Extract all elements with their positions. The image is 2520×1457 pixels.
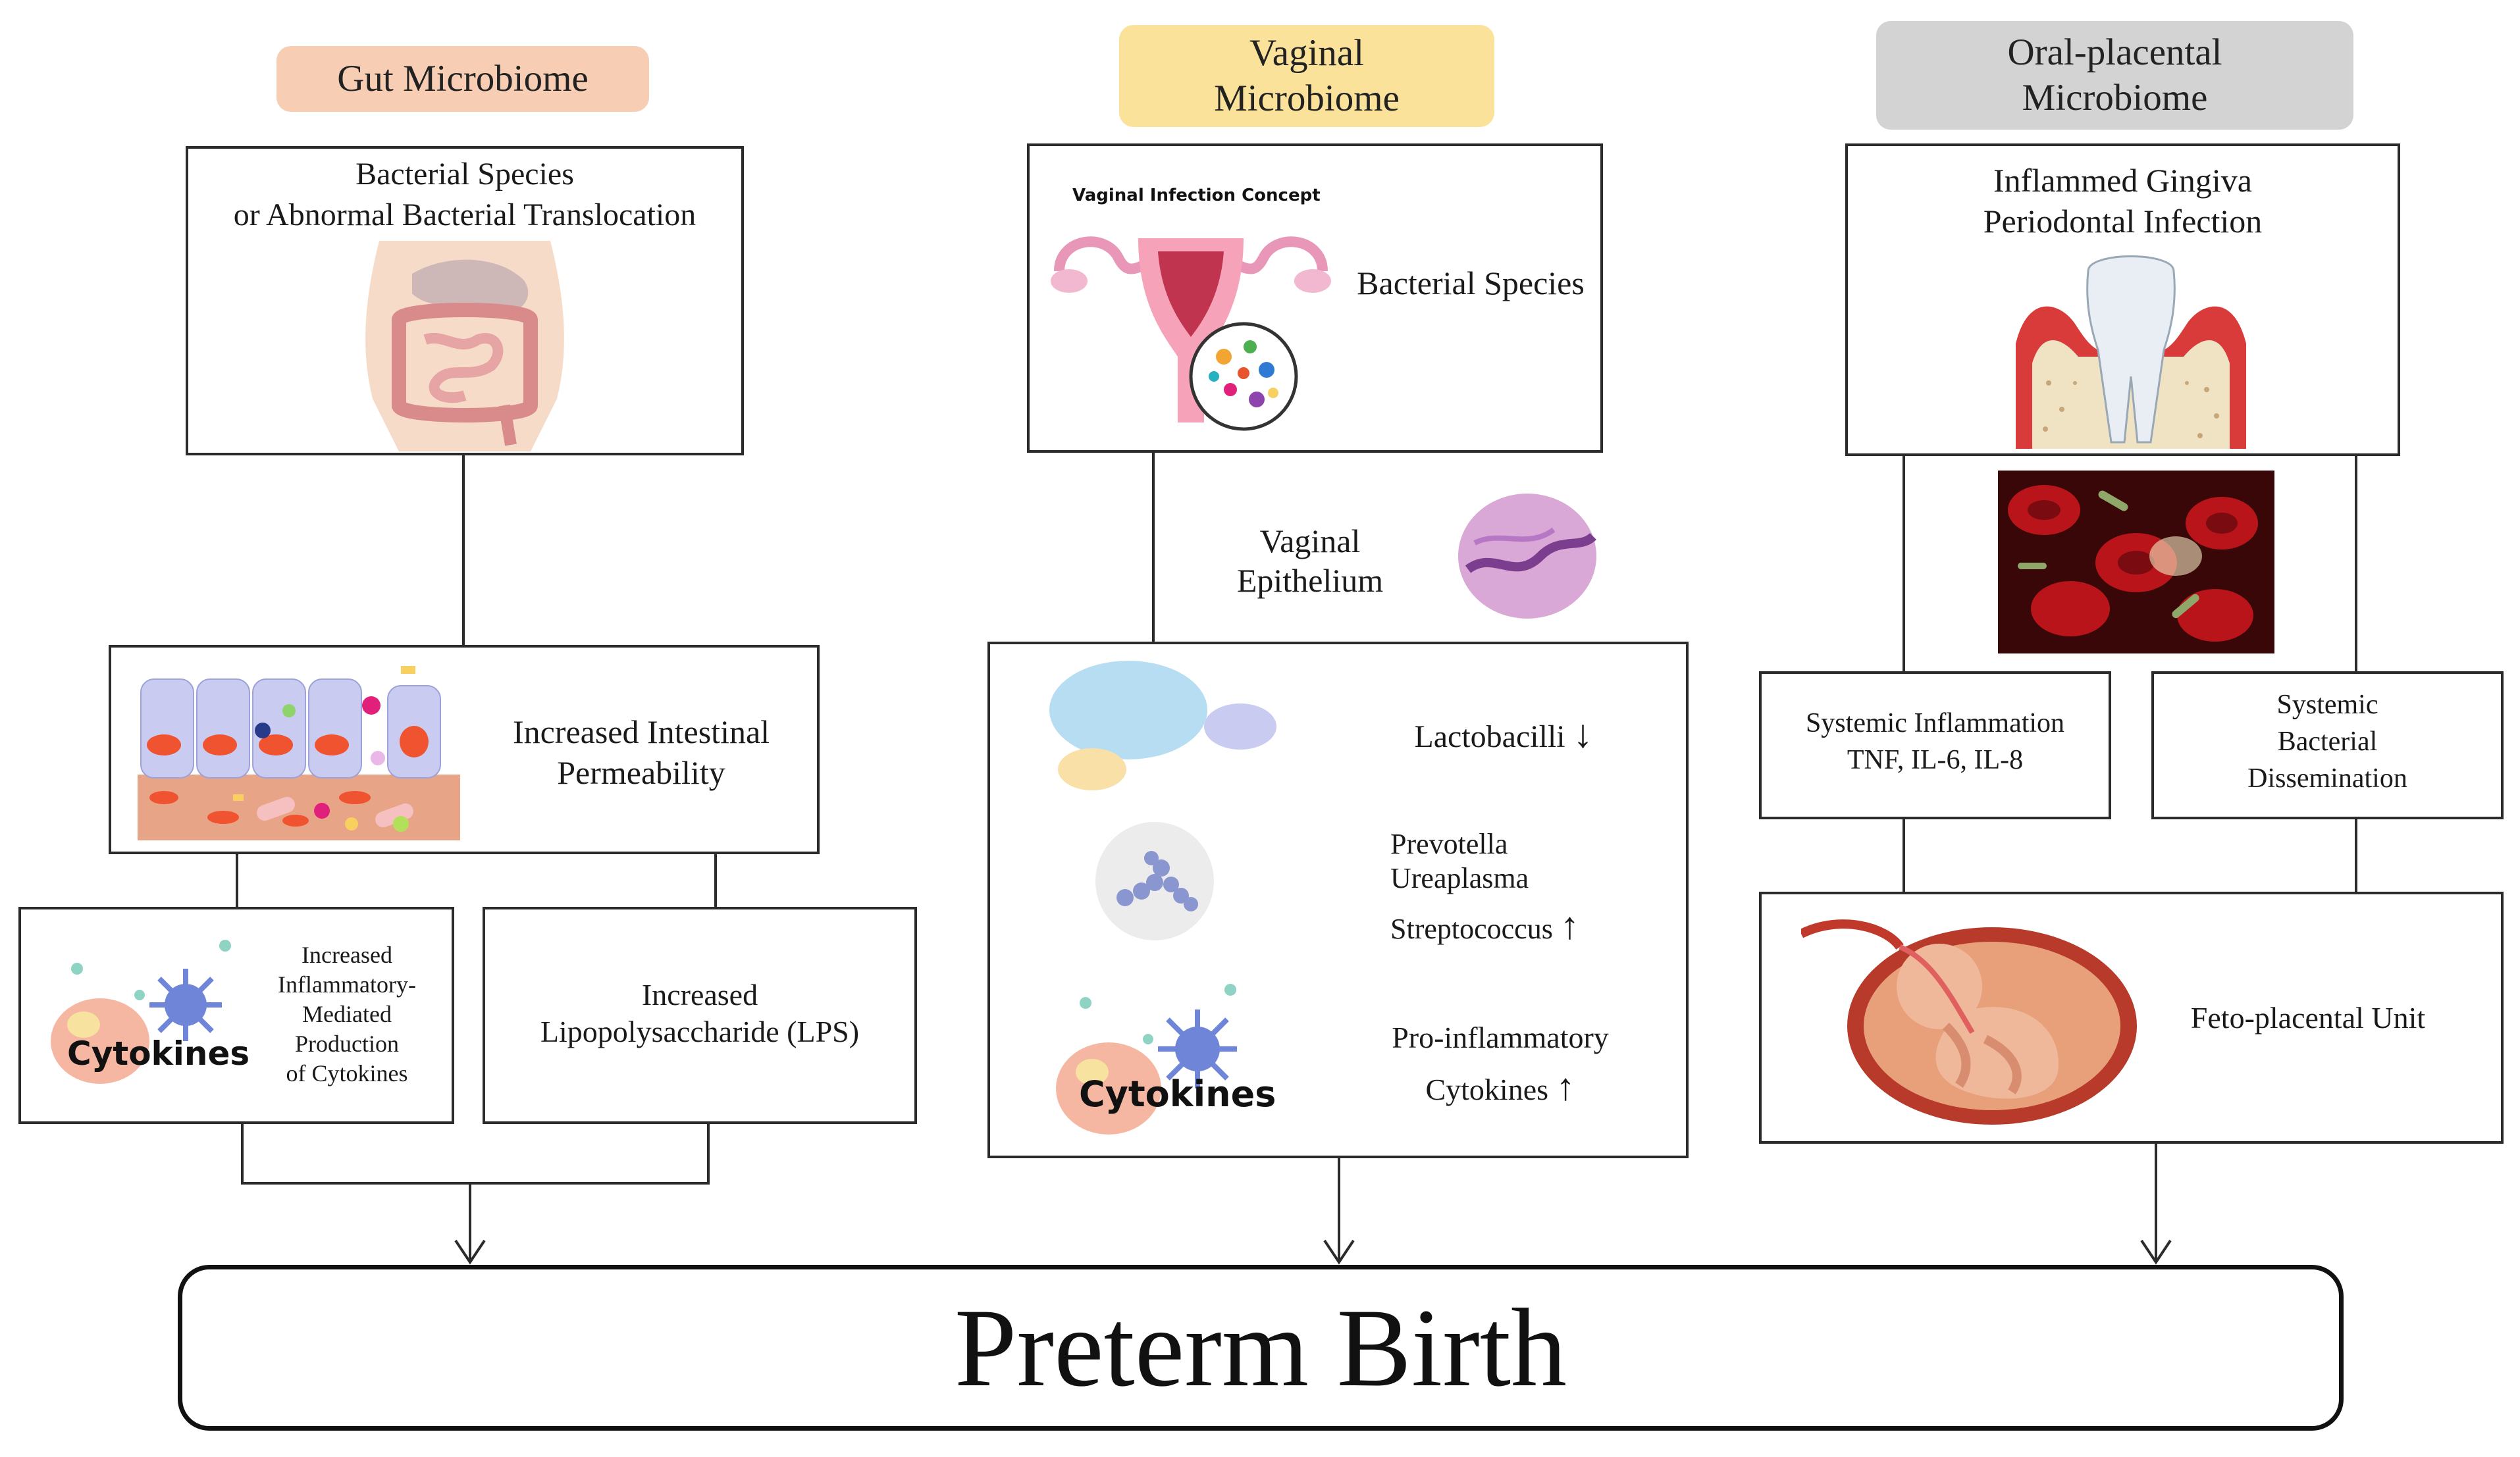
fetus-placenta-illustration: [1801, 919, 2137, 1125]
dissemination-line2: Bacterial: [2277, 727, 2378, 757]
vaginal-bacterial-species-box: Vaginal Infection Concept Bacterial Spec…: [1027, 143, 1603, 453]
gingiva-box: Inflammed Gingiva Periodontal Infection: [1845, 143, 2400, 456]
streptococcus-label: Streptococcus ↑: [1390, 903, 1579, 949]
ureaplasma-label: Ureaplasma: [1390, 862, 1529, 894]
vaginal-cytokines-illustration: [1056, 984, 1237, 1135]
inflam-line5: of Cytokines: [286, 1060, 408, 1086]
vaginal-epithelium-line2: Epithelium: [1236, 562, 1384, 599]
intestinal-epithelium-illustration: [138, 666, 460, 840]
vaginal-connector-top: [1152, 453, 1155, 642]
lactobacilli-down-arrow: ↓: [1573, 712, 1593, 755]
permeability-line1: Increased Intestinal: [512, 713, 770, 750]
inflam-line2: Inflammatory-: [278, 971, 416, 998]
feto-placental-box: Feto-placental Unit: [1759, 892, 2504, 1144]
streptococcus-up-arrow: ↑: [1560, 904, 1579, 947]
inflam-line3: Mediated: [302, 1001, 392, 1027]
bacteria-colony-illustration: [1095, 822, 1214, 940]
intestinal-permeability-box: Increased Intestinal Permeability: [109, 645, 820, 854]
prevotella-label: Prevotella: [1390, 828, 1508, 860]
oral-header-line2: Microbiome: [2022, 76, 2208, 118]
preterm-birth-label: Preterm Birth: [954, 1285, 1567, 1410]
oral-connector-left-down: [1903, 819, 1905, 892]
vaginal-header-line2: Microbiome: [1214, 77, 1400, 119]
gut-top-line2: or Abnormal Bacterial Translocation: [233, 197, 696, 232]
gut-bracket-right: [707, 1124, 710, 1185]
lactobacilli-illustration: [1049, 661, 1276, 790]
gut-cytokines-image-label: Cytokines: [67, 1035, 250, 1073]
oral-arrow-stem: [2155, 1144, 2157, 1260]
gut-connector-right-down: [714, 854, 717, 907]
vaginal-arrow-stem: [1338, 1158, 1340, 1260]
inflam-line1: Increased: [302, 942, 392, 968]
blood-cells-bacteria-image: [1998, 471, 2274, 653]
oral-placental-microbiome-header: Oral-placental Microbiome: [1876, 21, 2353, 130]
gut-bracket-bottom: [241, 1182, 710, 1185]
streptococcus-text: Streptococcus: [1390, 913, 1553, 945]
vaginal-header-line1: Vaginal: [1249, 32, 1365, 74]
lactobacilli-label: Lactobacilli ↓: [1385, 710, 1622, 757]
oral-connector-right: [2355, 456, 2357, 671]
gut-lps-box: Increased Lipopolysaccharide (LPS): [483, 907, 917, 1124]
vaginal-infection-caption: Vaginal Infection Concept: [1072, 186, 1321, 205]
lps-line2: Lipopolysaccharide (LPS): [540, 1015, 860, 1048]
vaginal-cytokines-image-label: Cytokines: [1079, 1073, 1276, 1115]
gut-arrow-stem: [469, 1185, 471, 1260]
oral-connector-left: [1903, 456, 1905, 671]
lactobacilli-text: Lactobacilli: [1414, 719, 1565, 754]
gut-bacterial-species-box: Bacterial Species or Abnormal Bacterial …: [186, 146, 744, 455]
gut-top-line1: Bacterial Species: [355, 157, 574, 192]
systemic-inflam-line2: TNF, IL-6, IL-8: [1847, 745, 2024, 775]
cytokines-illustration: [51, 940, 231, 1084]
gut-header-text: Gut Microbiome: [337, 57, 589, 99]
dissemination-line3: Dissemination: [2247, 763, 2407, 794]
pro-inflam-line2: Cytokines ↑: [1365, 1064, 1635, 1110]
oral-top-line1: Inflammed Gingiva: [1993, 162, 2252, 199]
oral-connector-right-down: [2355, 819, 2357, 892]
vaginal-bacterial-species-label: Bacterial Species: [1357, 265, 1585, 301]
vaginal-microbiome-header: Vaginal Microbiome: [1119, 25, 1494, 127]
uterus-illustration: [1051, 236, 1331, 431]
inflam-line4: Production: [295, 1031, 399, 1057]
bacterial-dissemination-box: Systemic Bacterial Dissemination: [2151, 671, 2504, 819]
systemic-inflam-line1: Systemic Inflammation: [1805, 708, 2065, 738]
gut-bracket-left: [241, 1124, 244, 1185]
intestine-illustration: [365, 241, 564, 451]
dissemination-line1: Systemic: [2276, 690, 2378, 720]
oral-top-line2: Periodontal Infection: [1983, 203, 2263, 240]
lps-line1: Increased: [641, 978, 758, 1011]
gut-microbiome-header: Gut Microbiome: [276, 46, 649, 112]
epithelium-histology-image: [1458, 494, 1596, 619]
pro-inflam-line1: Pro-inflammatory: [1392, 1021, 1609, 1054]
pro-inflam-cytokines-text: Cytokines: [1425, 1073, 1549, 1106]
vaginal-epithelium-line1: Vaginal: [1259, 523, 1361, 559]
oral-header-line1: Oral-placental: [2007, 32, 2222, 74]
preterm-birth-box: Preterm Birth: [178, 1265, 2344, 1431]
vaginal-changes-box: Lactobacilli ↓ Prevotella Ureaplasma Str…: [987, 642, 1689, 1158]
gut-cytokines-box: Cytokines Increased Inflammatory- Mediat…: [18, 907, 454, 1124]
systemic-inflammation-box: Systemic Inflammation TNF, IL-6, IL-8: [1759, 671, 2111, 819]
tooth-gingiva-illustration: [2016, 255, 2246, 449]
feto-placental-label: Feto-placental Unit: [2190, 1001, 2426, 1035]
permeability-line2: Permeability: [557, 754, 725, 791]
gut-connector-left-down: [236, 854, 238, 907]
pro-inflam-up-arrow: ↑: [1556, 1065, 1575, 1108]
gut-connector-top: [462, 455, 465, 645]
